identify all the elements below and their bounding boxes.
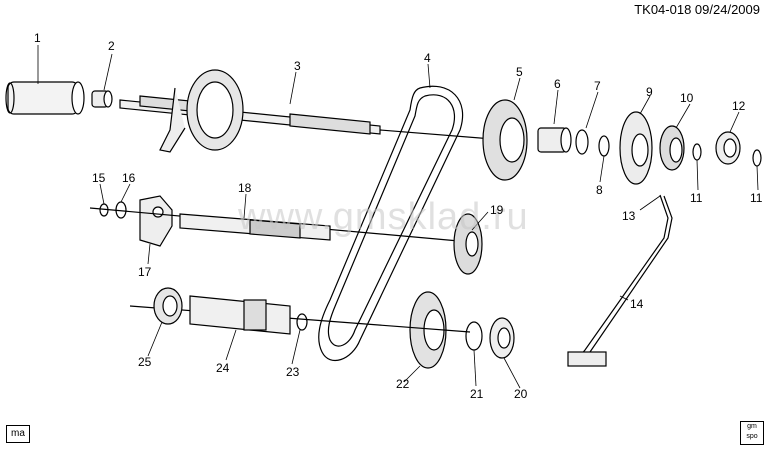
callout-15: 15 — [92, 171, 106, 185]
part-9-pump — [619, 111, 653, 185]
callout-22: 22 — [396, 377, 410, 391]
callout-11a: 11 — [690, 191, 703, 205]
part-3-main-shaft — [119, 69, 506, 153]
part-21-ring — [465, 321, 483, 351]
callout-5: 5 — [516, 65, 523, 79]
part-19-sprocket — [453, 213, 483, 275]
callout-3: 3 — [294, 59, 301, 73]
part-18-output-shaft — [89, 207, 471, 243]
callout-19: 19 — [490, 203, 504, 217]
part-10-gear — [659, 125, 685, 171]
callout-17: 17 — [138, 265, 152, 279]
part-7-ring — [575, 129, 589, 155]
part-25-seal — [153, 287, 183, 325]
diagram-code-date: TK04-018 09/24/2009 — [634, 2, 760, 17]
part-11-snap-ring-a — [692, 143, 702, 161]
part-11-snap-ring-b — [752, 149, 762, 167]
part-23-ring — [296, 313, 308, 331]
callout-12: 12 — [732, 99, 746, 113]
part-12-bearing — [715, 131, 741, 165]
callout-4: 4 — [424, 51, 431, 65]
callout-10: 10 — [680, 91, 694, 105]
callout-7: 7 — [594, 79, 601, 93]
part-20-bearing — [489, 317, 515, 359]
callout-24: 24 — [216, 361, 230, 375]
callout-6: 6 — [554, 77, 561, 91]
part-14-pickup-tube — [567, 194, 673, 367]
callout-13: 13 — [622, 209, 636, 223]
part-2-bushing — [91, 90, 113, 108]
callout-25: 25 — [138, 355, 152, 369]
gm-spo-logo: gm spo — [740, 421, 764, 445]
callout-14: 14 — [630, 297, 644, 311]
part-1-sleeve — [5, 81, 85, 115]
ma-badge: ma — [6, 425, 30, 443]
callout-8: 8 — [596, 183, 603, 197]
callout-20: 20 — [514, 387, 528, 401]
watermark: www.gmsklad.ru — [238, 196, 529, 238]
callout-11b: 11 — [750, 191, 763, 205]
part-4-chain — [318, 85, 464, 362]
callout-16: 16 — [122, 171, 136, 185]
callout-2: 2 — [108, 39, 115, 53]
part-5-sprocket — [482, 99, 528, 181]
callout-21: 21 — [470, 387, 484, 401]
part-8-snap-ring — [598, 135, 610, 157]
callout-9: 9 — [646, 85, 653, 99]
callout-18: 18 — [238, 181, 252, 195]
part-6-bearing — [537, 127, 572, 153]
part-17-plate — [139, 195, 173, 247]
leader-lines — [37, 45, 759, 389]
callout-1: 1 — [34, 31, 41, 45]
callout-23: 23 — [286, 365, 300, 379]
part-24-rear-shaft — [129, 295, 471, 335]
